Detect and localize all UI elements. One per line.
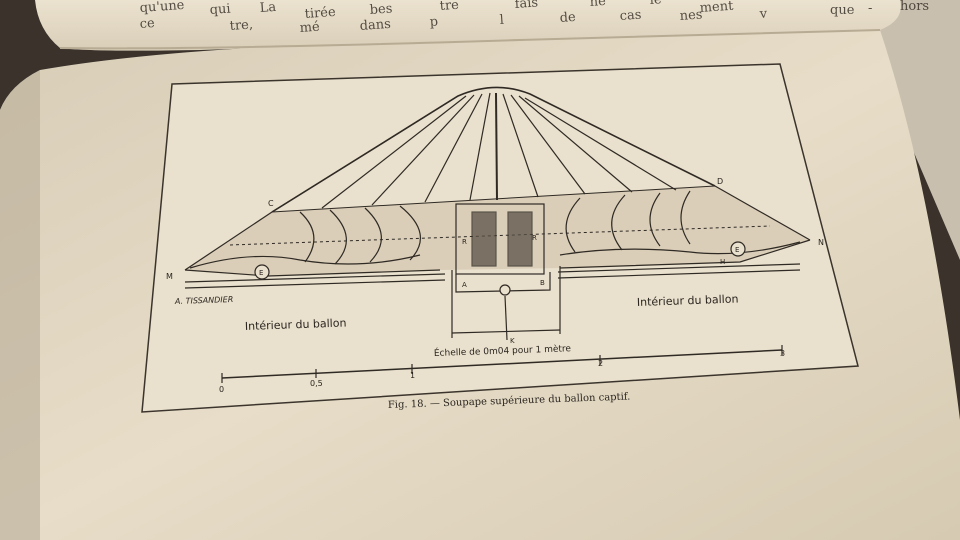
letter-c: C: [268, 199, 274, 208]
facing-page-text: qu'une qui La tirée bes tre fais ne le m…: [139, 0, 929, 36]
scale-title: Échelle de 0m04 pour 1 mètre: [434, 342, 572, 359]
facing-line-1b: qui: [209, 2, 231, 18]
scale-tick-2: 2: [598, 359, 603, 368]
facing-line-1a: qu'une: [139, 0, 185, 16]
facing-line-1h: ne: [589, 0, 606, 10]
facing-line-2c: mé: [299, 20, 320, 36]
letter-e-right: E: [735, 246, 739, 254]
letter-r-right: R: [532, 234, 537, 242]
letter-b: B: [540, 279, 545, 287]
facing-line-2e: p: [429, 14, 438, 30]
facing-line-2j: v: [758, 6, 768, 22]
facing-line-2h: cas: [619, 8, 642, 24]
letter-n: N: [818, 238, 824, 247]
scale-tick-3: 3: [780, 349, 785, 358]
facing-line-1g: fais: [514, 0, 538, 12]
diagram-letters: C D M N E E H R R A B K: [166, 177, 824, 345]
facing-fragment-2: -: [868, 1, 872, 16]
figure-caption: Fig. 18. — Soupape supérieure du ballon …: [388, 392, 631, 411]
facing-line-2g: de: [559, 10, 576, 26]
facing-line-1d: tirée: [304, 5, 336, 22]
facing-line-1c: La: [259, 0, 277, 16]
illustrator-credit: A. TISSANDIER: [174, 295, 234, 306]
interior-label-right: Intérieur du ballon: [637, 292, 739, 309]
letter-m: M: [166, 272, 173, 281]
interior-label-left: Intérieur du ballon: [245, 316, 347, 333]
facing-line-2f: l: [499, 13, 504, 28]
facing-fragment-1: que: [830, 3, 855, 18]
facing-line-2d: dans: [359, 17, 391, 34]
facing-line-1e: bes: [369, 1, 393, 18]
letter-h: H: [720, 258, 725, 266]
facing-line-1f: tre: [439, 0, 459, 14]
letter-d: D: [717, 177, 723, 186]
facing-line-1i: le: [649, 0, 662, 8]
facing-line-2b: tre,: [229, 17, 253, 34]
letter-e-left: E: [259, 269, 263, 277]
facing-fragment-3: hors: [900, 0, 929, 14]
scale-tick-half: 0,5: [310, 379, 323, 388]
valve-drawing: [184, 86, 811, 341]
letter-a: A: [462, 281, 467, 289]
scale-bar: Échelle de 0m04 pour 1 mètre 0 0,5 1 2 3: [219, 342, 785, 394]
facing-line-2a: ce: [139, 16, 155, 32]
facing-line-2i: nes: [679, 7, 703, 24]
scale-tick-0: 0: [219, 385, 224, 394]
letter-k: K: [510, 337, 515, 345]
facing-line-1j: ment: [699, 0, 734, 16]
scale-tick-1: 1: [410, 371, 415, 380]
letter-r-left: R: [462, 238, 467, 246]
